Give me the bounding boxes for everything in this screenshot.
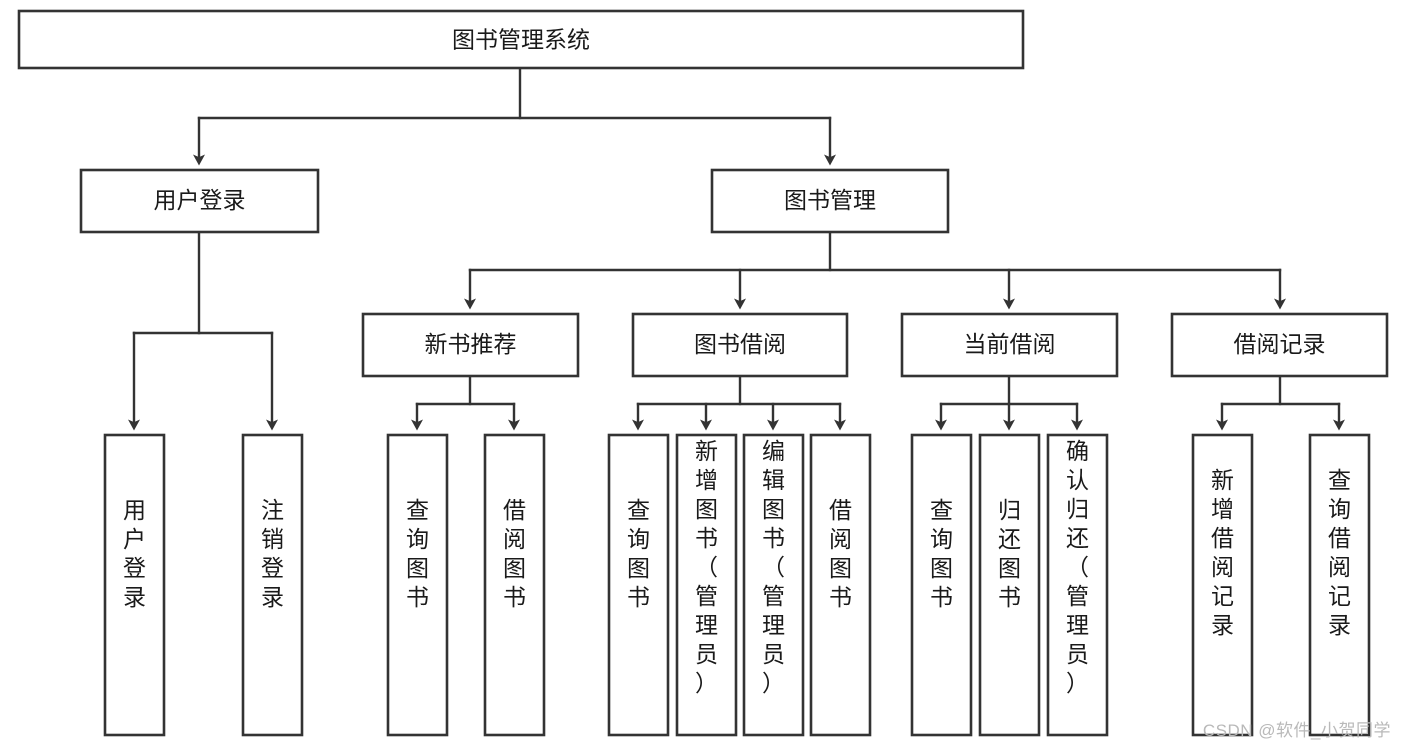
node-root-box[interactable]: [17, 9, 1025, 70]
node-leaf-logout-login-box[interactable]: [241, 433, 304, 737]
node-leaf-add-record-label: 新增借阅记录: [1211, 467, 1234, 638]
node-leaf-query-record-box[interactable]: [1308, 433, 1371, 737]
node-leaf-borrow-book-1-label: 借阅图书: [503, 497, 526, 610]
node-leaf-confirm-return[interactable]: 确认归还（管理员）: [1046, 433, 1109, 737]
connectors-book-management: [464, 230, 1286, 310]
node-current-borrow-label: 当前借阅: [964, 331, 1056, 357]
connectors-new-book-recommend: [411, 374, 520, 431]
node-leaf-add-book[interactable]: 新增图书（管理员）: [675, 433, 738, 737]
node-root[interactable]: 图书管理系统: [17, 9, 1025, 70]
node-leaf-query-book-2-box[interactable]: [607, 433, 670, 737]
node-leaf-query-record-label: 查询借阅记录: [1328, 467, 1351, 638]
node-leaf-user-login-label: 用户登录: [123, 497, 146, 610]
node-leaf-query-book-1-label: 查询图书: [406, 497, 429, 610]
node-leaf-confirm-return-label: 确认归还（管理员）: [1066, 438, 1089, 696]
node-leaf-query-book-2-label: 查询图书: [627, 497, 650, 610]
node-book-management-label: 图书管理: [784, 187, 876, 213]
node-book-management-box[interactable]: [710, 168, 950, 234]
node-borrow-record-label: 借阅记录: [1234, 331, 1326, 357]
node-leaf-borrow-book-1[interactable]: 借阅图书: [483, 433, 546, 737]
node-leaf-return-book-label: 归还图书: [998, 497, 1021, 610]
node-leaf-query-book-2[interactable]: 查询图书: [607, 433, 670, 737]
node-new-book-recommend-label: 新书推荐: [425, 331, 517, 357]
node-leaf-query-book-3-label: 查询图书: [930, 497, 953, 610]
node-current-borrow[interactable]: 当前借阅: [900, 312, 1119, 378]
node-root-label: 图书管理系统: [452, 27, 590, 53]
node-leaf-add-book-label: 新增图书（管理员）: [695, 438, 718, 696]
node-new-book-recommend[interactable]: 新书推荐: [361, 312, 580, 378]
node-leaf-query-book-1[interactable]: 查询图书: [386, 433, 449, 737]
node-user-login-box[interactable]: [79, 168, 320, 234]
node-leaf-logout-login-label: 注销登录: [261, 497, 284, 610]
node-leaf-borrow-book-2-label: 借阅图书: [829, 497, 852, 610]
node-new-book-recommend-box[interactable]: [361, 312, 580, 378]
node-book-management[interactable]: 图书管理: [710, 168, 950, 234]
connectors-root: [193, 66, 836, 166]
node-current-borrow-box[interactable]: [900, 312, 1119, 378]
node-book-borrow-label: 图书借阅: [694, 331, 786, 357]
node-leaf-query-record[interactable]: 查询借阅记录: [1308, 433, 1371, 737]
node-leaf-query-book-1-box[interactable]: [386, 433, 449, 737]
node-leaf-logout-login[interactable]: 注销登录: [241, 433, 304, 737]
node-leaf-confirm-return-box[interactable]: [1046, 433, 1109, 737]
node-leaf-return-book[interactable]: 归还图书: [978, 433, 1041, 737]
node-leaf-borrow-book-2-box[interactable]: [809, 433, 872, 737]
connectors-user-login: [128, 230, 278, 431]
connectors-book-borrow: [632, 374, 846, 431]
node-leaf-edit-book-label: 编辑图书（管理员）: [762, 438, 785, 696]
node-leaf-query-book-3-box[interactable]: [910, 433, 973, 737]
node-leaf-add-record[interactable]: 新增借阅记录: [1191, 433, 1254, 737]
node-borrow-record-box[interactable]: [1170, 312, 1389, 378]
node-leaf-edit-book[interactable]: 编辑图书（管理员）: [742, 433, 805, 737]
connectors-current-borrow: [935, 374, 1083, 431]
node-book-borrow-box[interactable]: [631, 312, 849, 378]
node-leaf-edit-book-box[interactable]: [742, 433, 805, 737]
node-leaf-add-book-box[interactable]: [675, 433, 738, 737]
node-user-login[interactable]: 用户登录: [79, 168, 320, 234]
connectors-borrow-record: [1216, 374, 1345, 431]
node-leaf-user-login-box[interactable]: [103, 433, 166, 737]
node-leaf-borrow-book-2[interactable]: 借阅图书: [809, 433, 872, 737]
node-leaf-query-book-3[interactable]: 查询图书: [910, 433, 973, 737]
node-leaf-user-login[interactable]: 用户登录: [103, 433, 166, 737]
node-leaf-add-record-box[interactable]: [1191, 433, 1254, 737]
node-leaf-return-book-box[interactable]: [978, 433, 1041, 737]
node-leaf-borrow-book-1-box[interactable]: [483, 433, 546, 737]
node-user-login-label: 用户登录: [154, 187, 246, 213]
node-borrow-record[interactable]: 借阅记录: [1170, 312, 1389, 378]
node-book-borrow[interactable]: 图书借阅: [631, 312, 849, 378]
